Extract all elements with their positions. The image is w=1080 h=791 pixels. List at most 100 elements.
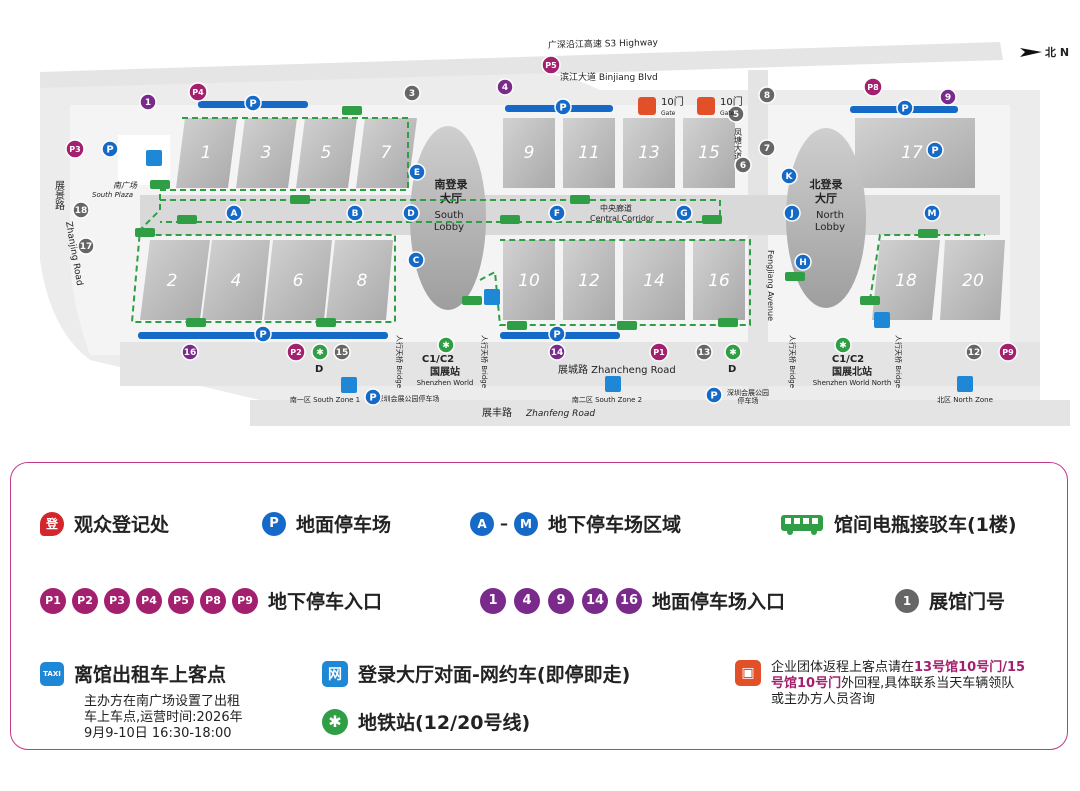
bridge-label-0: 人行天桥 Bridge [395,335,404,388]
zhancheng-road [120,342,1040,386]
zone-marker-j: J [783,204,801,222]
underground-entry-marker-p2: P2 [286,342,306,362]
svg-text:K: K [786,172,794,182]
hall-16 [693,240,745,320]
fengtang-road [748,70,768,420]
gate-marker-12: 12 [965,343,983,361]
svg-text:P: P [106,145,113,156]
hall-label-7: 7 [381,143,392,163]
legend-ground-entry-label: 地面停车场入口 [652,591,786,613]
svg-text:D: D [407,209,414,219]
taxi-note-line1: 主办方在南广场设置了出租 [84,694,241,709]
svg-text:Gate: Gate [720,110,735,117]
zhanfeng-label: 展丰路 [482,406,512,419]
underground-entry-badge-p9: P9 [232,587,258,614]
park-label-north-1: 深圳会展公园 [727,388,769,397]
svg-text:8: 8 [764,91,770,101]
hall-label-14: 14 [643,271,665,291]
svg-text:E: E [414,168,420,178]
hall-5 [296,118,357,188]
shuttle-bus-icon-6 [570,195,590,204]
south-lobby-label-1: 南登录 [435,177,468,191]
svg-text:H: H [799,258,807,268]
zone-south1-label: 南一区 South Zone 1 [290,395,360,404]
svg-text:P4: P4 [192,88,204,97]
hall-label-15: 15 [698,143,720,163]
hall-13 [623,118,675,188]
gate-icon: 1 [895,588,919,613]
zone-marker-g: G [675,204,693,222]
gate-marker-7: 7 [758,139,776,157]
bridge-label-2: 人行天桥 Bridge [788,335,797,388]
hall-label-1: 1 [201,143,212,163]
hall-label-9: 9 [524,143,535,163]
north-lobby-label-2: 大厅 [815,191,837,205]
metro-icon: ✱ [322,708,348,735]
legend-taxi-label: 离馆出租车上客点 [74,664,227,686]
taxi-note-line3: 9月9-10日 16:30-18:00 [84,726,232,741]
station-north-en: Shenzhen World North [813,379,892,387]
south-plaza-en: South Plaza [92,191,133,199]
zone-marker-m: M [923,204,941,222]
hall-label-16: 16 [708,271,730,291]
north-lobby-label-1: 北登录 [810,177,843,191]
hall-20 [940,240,1005,320]
hall-17 [855,118,975,188]
zone-marker-k: K [780,167,798,185]
svg-text:17: 17 [80,242,93,252]
fengjiang-label: Fengjiang Avenue [766,250,775,321]
highway-road [40,42,1003,90]
hall-8 [326,240,393,320]
svg-text:6: 6 [740,161,746,171]
svg-text:13: 13 [698,348,711,358]
legend-ride-hailing: 网 登录大厅对面-网约车(即停即走) [322,660,630,687]
svg-text:18: 18 [75,206,88,216]
shuttle-bus-icon-12 [617,321,637,330]
ride-hailing-marker-0 [341,377,357,393]
svg-text:✱: ✱ [839,341,847,351]
hall-label-17: 17 [901,143,923,163]
parking-marker-3: P [254,325,272,343]
ground-entry-badge-4: 4 [514,587,540,614]
south-lobby-label-2: 大厅 [440,191,462,205]
south-lobby-en-2: Lobby [434,222,464,233]
svg-text:14: 14 [551,348,564,358]
binjiang-label: 滨江大道 Binjiang Blvd [560,71,658,83]
station-north-code: C1/C2 [832,354,864,365]
hall-label-18: 18 [895,271,917,291]
south-plaza-building [118,135,170,185]
svg-text:12: 12 [968,348,981,358]
zone-marker-a: A [225,204,243,222]
hall-label-11: 11 [578,143,600,163]
zhancheng-label: 展城路 Zhancheng Road [558,363,676,376]
legend-gate-label: 展馆门号 [929,591,1006,613]
shuttle-bus-icon-1 [150,180,170,189]
gate-marker-18: 18 [72,201,90,219]
south-plaza-cn: 南广场 [113,181,138,190]
ground-entry-badge-9: 9 [548,587,574,614]
hall-12 [563,240,615,320]
svg-text:✱: ✱ [316,348,324,358]
parking-marker-5: P [101,140,119,158]
ground-entry-badge-16: 16 [616,587,642,614]
central-corridor-en: Central Corridor [590,214,655,223]
svg-text:A: A [231,209,238,219]
svg-text:P: P [553,330,560,341]
underground-entry-badge-p5: P5 [168,587,194,614]
shuttle-route-north [869,234,985,301]
legend-metro-label: 地铁站(12/20号线) [358,712,531,734]
hall-18 [872,240,940,320]
park-label-south: 深圳会展公园停车场 [377,394,440,403]
shuttle-bus-icon-0 [342,106,362,115]
legend-registration-label: 观众登记处 [74,514,170,536]
d-exit-label-0: D [315,364,323,375]
hall-numbers: 1 3 5 7 9 11 13 15 17 2 4 6 8 10 12 14 1… [167,143,984,291]
zone-marker-b: B [346,204,364,222]
zone-south2-label: 南二区 South Zone 2 [572,395,642,404]
shuttle-bus-icon-3 [177,215,197,224]
svg-text:M: M [928,209,937,219]
zone-m-icon: M [514,511,538,536]
gate-marker-15: 15 [333,343,351,361]
